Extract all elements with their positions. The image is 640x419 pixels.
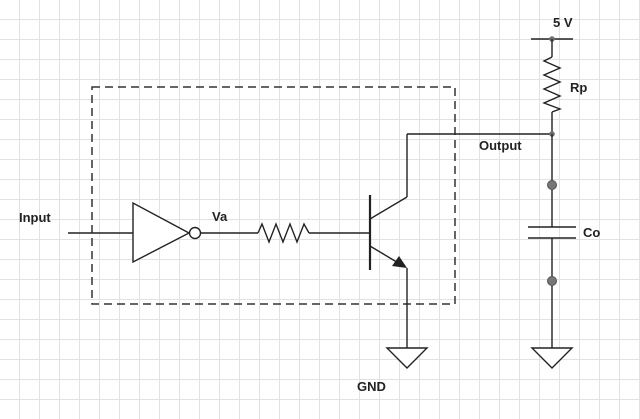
- inverter-bubble: [188, 226, 202, 240]
- pullup-label: Rp: [570, 80, 587, 95]
- va-label: Va: [212, 209, 228, 224]
- supply-label: 5 V: [553, 15, 573, 30]
- capacitor-top-node: [547, 180, 557, 190]
- ground-symbol-gnd: [385, 347, 429, 369]
- emitter-arrow: [392, 256, 407, 268]
- capacitor: [528, 226, 576, 239]
- inverter-gate: [132, 201, 202, 264]
- npn-transistor: [368, 195, 408, 270]
- dashed-boundary-box: [91, 86, 456, 305]
- input-label: Input: [19, 210, 51, 225]
- capacitor-label: Co: [583, 225, 600, 240]
- ground-symbol-output: [530, 347, 574, 369]
- ground-label: GND: [357, 379, 386, 394]
- pullup-resistor: [542, 56, 562, 113]
- output-label: Output: [479, 138, 522, 153]
- capacitor-bottom-node: [547, 276, 557, 286]
- transistor-collector: [369, 196, 408, 220]
- transistor-emitter: [369, 245, 401, 265]
- base-resistor: [257, 222, 310, 244]
